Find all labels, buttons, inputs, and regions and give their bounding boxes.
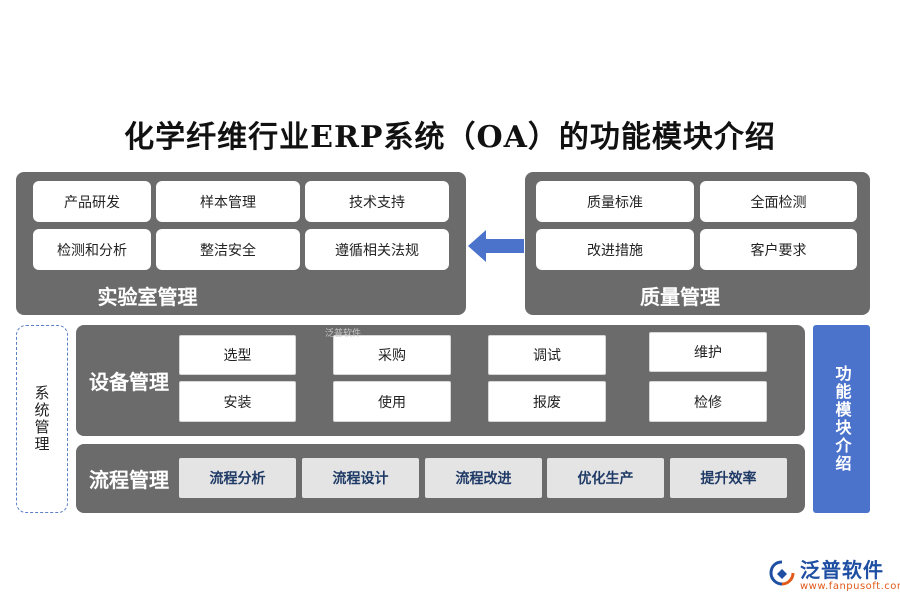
equipment-item-maintenance: 维护 <box>649 332 767 372</box>
watermark: 泛普软件 <box>325 329 362 339</box>
quality-item-customer-requirements: 客户要求 <box>700 229 857 270</box>
quality-item-improvement: 改进措施 <box>536 229 694 270</box>
logo-url: www.fanpusoft.com <box>800 581 900 592</box>
process-item-design: 流程设计 <box>302 458 419 498</box>
logo-name: 泛普软件 <box>800 558 884 582</box>
equipment-item-selection: 选型 <box>179 335 296 375</box>
left-arrow-icon <box>468 230 524 262</box>
function-module-box: 功能模块介绍 <box>813 325 870 513</box>
brand-logo: 泛普软件 www.fanpusoft.com <box>768 554 900 592</box>
page-title: 化学纤维行业ERP系统（OA）的功能模块介绍 <box>124 120 776 155</box>
fanpu-logo-icon <box>769 560 795 586</box>
quality-management-label: 质量管理 <box>640 284 720 309</box>
lab-item-tech-support: 技术支持 <box>305 181 449 222</box>
equipment-item-installation: 安装 <box>179 381 296 422</box>
equipment-item-scrapping: 报废 <box>488 381 606 422</box>
equipment-item-commissioning: 调试 <box>488 335 606 375</box>
lab-item-testing-analysis: 检测和分析 <box>33 229 151 270</box>
lab-item-regulations: 遵循相关法规 <box>305 229 449 270</box>
equipment-item-overhaul: 检修 <box>649 381 767 422</box>
equipment-item-procurement: 采购 <box>333 335 451 375</box>
equipment-management-label: 设备管理 <box>89 369 169 394</box>
process-item-analysis: 流程分析 <box>179 458 296 498</box>
process-item-optimize-production: 优化生产 <box>547 458 664 498</box>
lab-item-product-rd: 产品研发 <box>33 181 151 222</box>
process-item-improvement: 流程改进 <box>425 458 542 498</box>
lab-management-label: 实验室管理 <box>97 284 198 309</box>
quality-item-standards: 质量标准 <box>536 181 694 222</box>
process-management-label: 流程管理 <box>89 467 169 492</box>
quality-item-full-inspection: 全面检测 <box>700 181 857 222</box>
process-item-improve-efficiency: 提升效率 <box>670 458 787 498</box>
equipment-item-usage: 使用 <box>333 381 451 422</box>
lab-item-sample-management: 样本管理 <box>156 181 300 222</box>
lab-item-cleanliness-safety: 整洁安全 <box>156 229 300 270</box>
system-management-box: 系统管理 <box>16 325 68 513</box>
